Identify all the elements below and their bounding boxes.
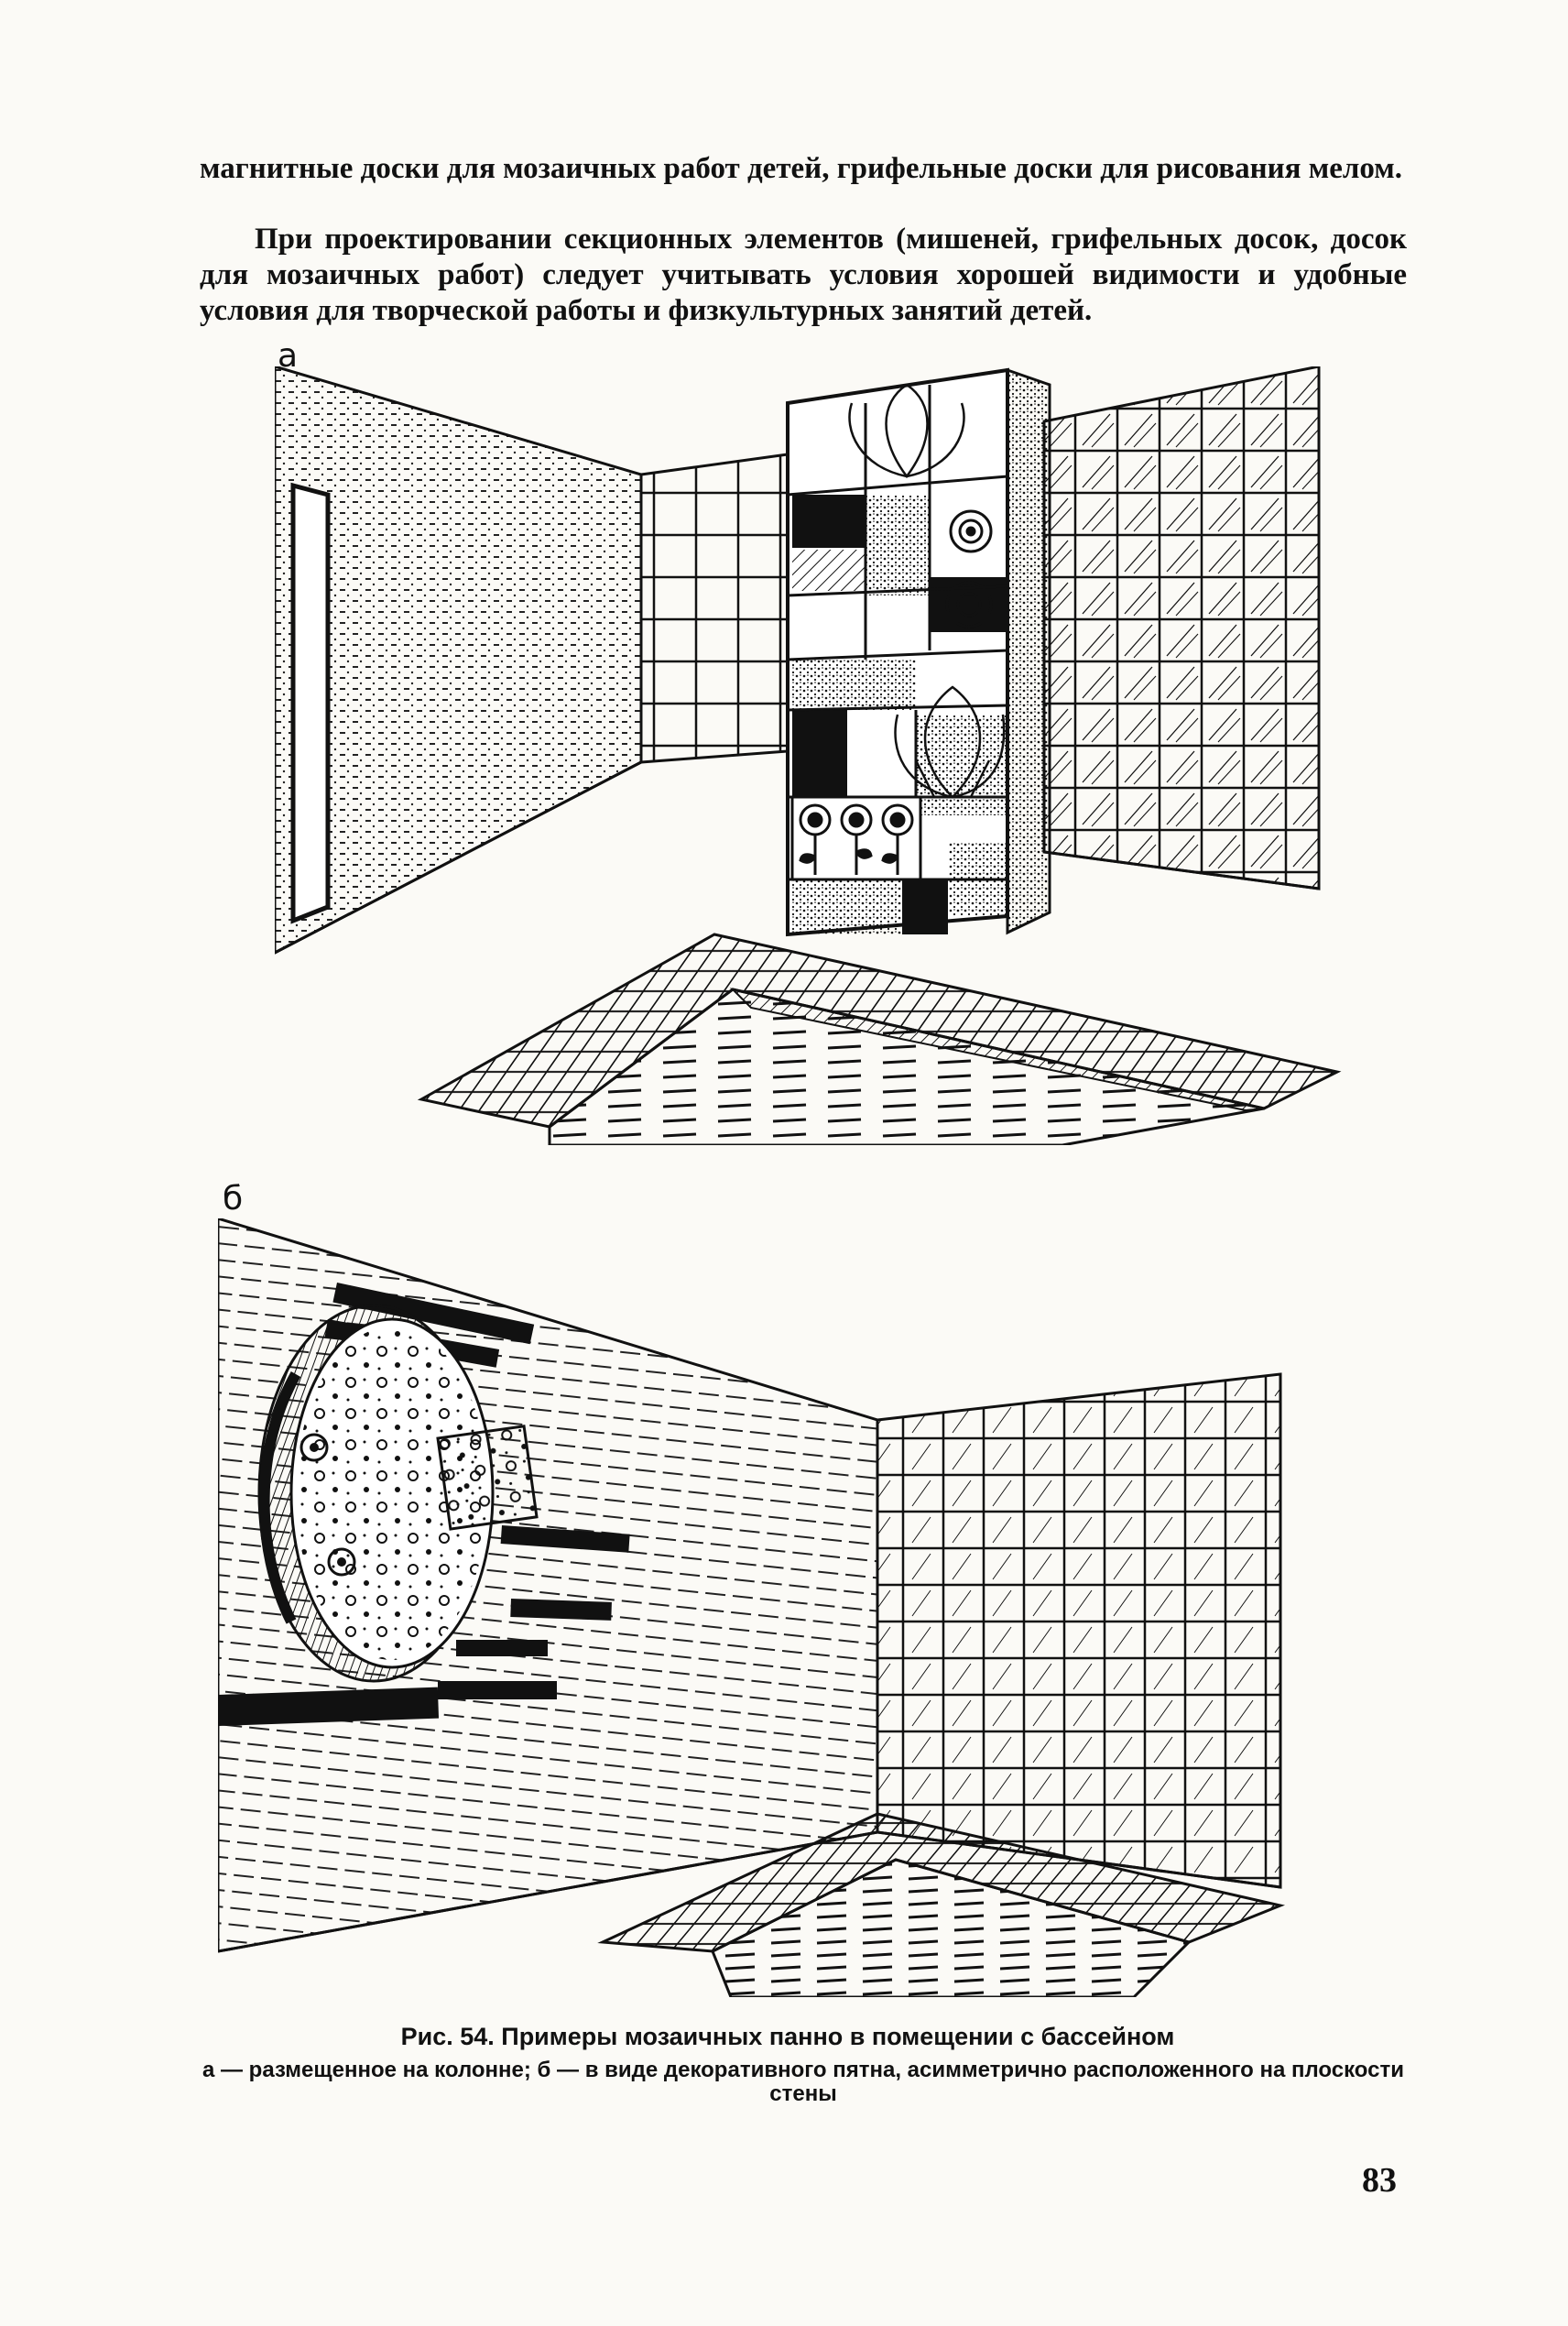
paragraph-design-note: При проектировании секционных элементов … (200, 223, 1407, 327)
illustration-mosaic-column (275, 366, 1342, 1145)
pool (417, 933, 1342, 1145)
decorative-mosaic-spot (218, 1283, 630, 1726)
page-number: 83 (1362, 2161, 1397, 2200)
illustration-mosaic-wall-spot (218, 1218, 1286, 1997)
figure-part-a-label: а (278, 337, 299, 375)
pool-corner (597, 1812, 1286, 1997)
figure-caption-title: Рис. 54. Примеры мозаичных панно в помещ… (400, 2023, 1175, 2050)
paragraph-continued: магнитные доски для мозаичных работ дете… (200, 152, 1402, 185)
figure-part-b-label: б (223, 1180, 244, 1218)
figure-caption-legend: а — размещенное на колонне; б — в виде д… (201, 2058, 1405, 2106)
mosaic-column (786, 367, 1051, 937)
